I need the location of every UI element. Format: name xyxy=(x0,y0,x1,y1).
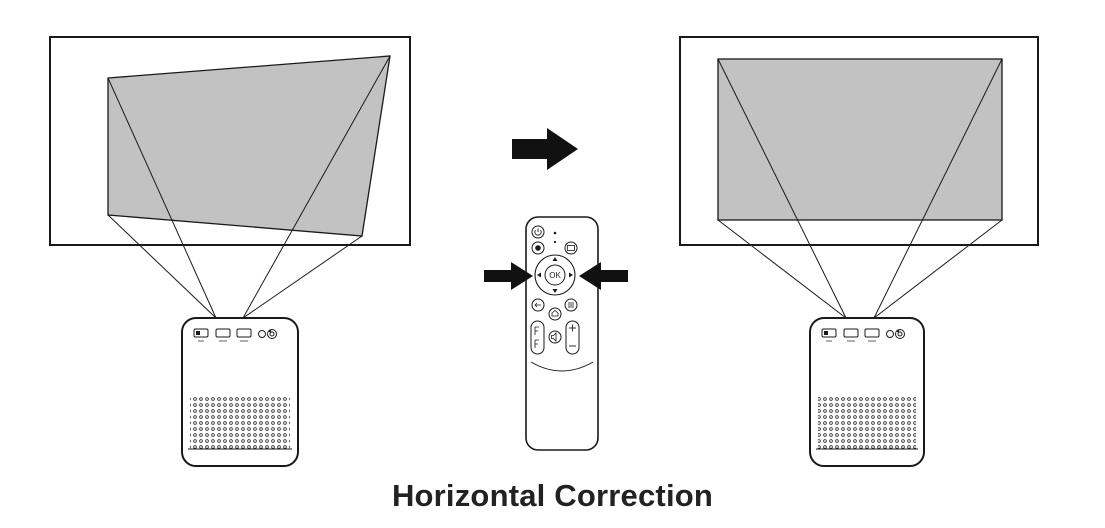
left-button[interactable] xyxy=(537,272,541,278)
ok-button[interactable]: OK xyxy=(544,264,566,286)
remote-control-icon: OK xyxy=(525,216,599,451)
projection-beam-lines xyxy=(107,55,391,319)
ok-button-label: OK xyxy=(549,271,561,280)
power-button[interactable] xyxy=(531,225,545,239)
corrected-projection-image xyxy=(717,58,1003,221)
settings-button[interactable] xyxy=(531,241,545,255)
focus-rocker-button[interactable] xyxy=(530,320,545,355)
input-source-button[interactable] xyxy=(564,241,578,255)
distorted-projection-image xyxy=(107,55,391,237)
projector-icon xyxy=(181,317,299,467)
right-arrow-icon xyxy=(484,262,533,290)
after-panel xyxy=(679,36,1039,467)
before-panel xyxy=(49,36,411,467)
diagram-caption: Horizontal Correction xyxy=(391,478,714,513)
menu-button[interactable] xyxy=(564,298,578,312)
microphone-hole xyxy=(553,240,557,244)
down-button[interactable] xyxy=(552,289,558,293)
io-ports xyxy=(821,328,905,339)
up-button[interactable] xyxy=(552,257,558,261)
speaker-grille xyxy=(818,395,916,449)
right-arrow-icon xyxy=(512,128,578,170)
speaker-grille xyxy=(190,395,290,449)
projector-icon xyxy=(809,317,925,467)
io-ports xyxy=(193,328,277,339)
mute-button[interactable] xyxy=(548,330,562,344)
volume-rocker-button[interactable] xyxy=(565,320,580,355)
left-arrow-icon xyxy=(579,262,628,290)
indicator-light xyxy=(553,231,557,235)
home-button[interactable] xyxy=(548,307,562,321)
right-button[interactable] xyxy=(569,272,573,278)
back-button[interactable] xyxy=(531,298,545,312)
projection-beam-lines xyxy=(717,58,1003,319)
